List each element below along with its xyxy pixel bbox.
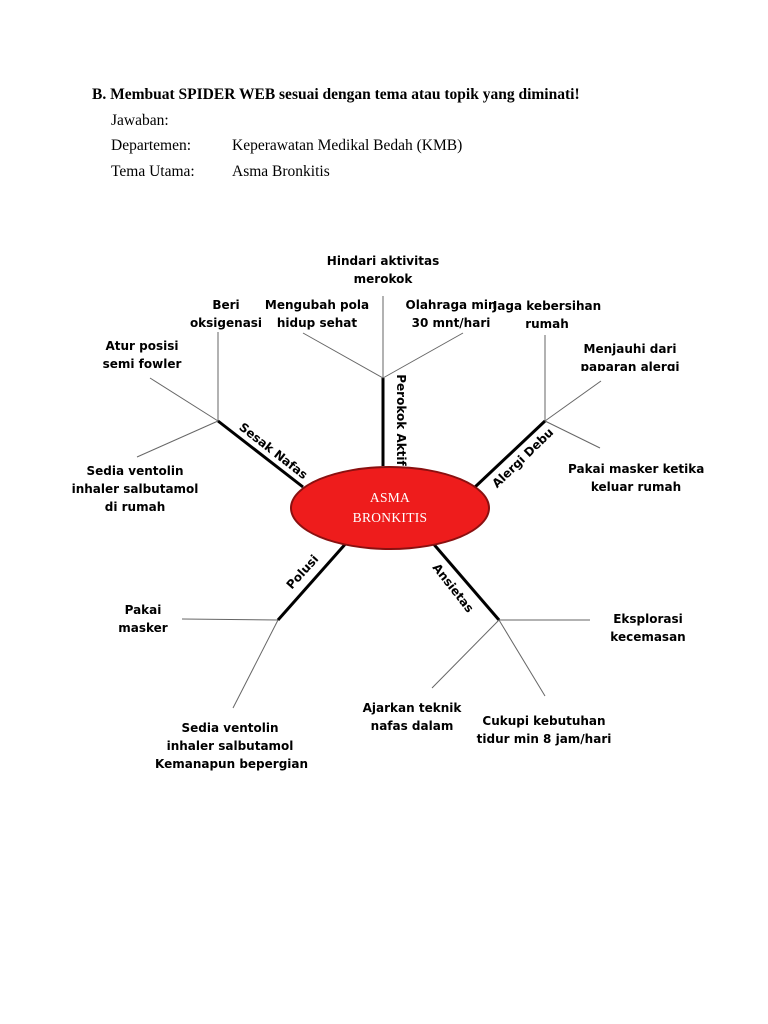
leaf-text: Olahraga min (405, 298, 497, 312)
branch-line-ansietas (429, 540, 501, 621)
sub-line-mengubah (302, 332, 384, 379)
leaf-beri: Beri oksigenasi (186, 296, 266, 332)
branch-line-alergi (473, 419, 547, 489)
leaf-text: Pakai masker ketika (568, 462, 705, 476)
leaf-text: merokok (353, 272, 413, 286)
center-node: ASMA BRONKITIS (290, 466, 490, 550)
leaf-text: Menjauhi dari (583, 342, 677, 356)
branch-label-perokok: Perokok Aktif (393, 374, 408, 466)
leaf-jaga: Jaga kebersihan rumah (492, 297, 602, 333)
leaf-text: Kemanapun bepergian (155, 757, 309, 771)
sub-line-atur (149, 377, 219, 422)
branch-line-sesak (217, 419, 304, 489)
sub-line-sedia-kemanapun (232, 619, 279, 709)
sub-line-olahraga (382, 332, 464, 379)
sub-line-pakai-ketika (544, 420, 601, 449)
leaf-pakai-ketika: Pakai masker ketika keluar rumah (568, 460, 704, 496)
leaf-text: Mengubah pola (264, 298, 370, 312)
leaf-text: Ajarkan teknik (362, 701, 462, 715)
leaf-text: Beri (212, 298, 240, 312)
leaf-text: tidur min 8 jam/hari (476, 732, 612, 746)
leaf-cukupi: Cukupi kebutuhan tidur min 8 jam/hari (474, 712, 614, 748)
leaf-text: Hindari aktivitas (326, 254, 440, 268)
answer-label: Jawaban: (111, 112, 169, 129)
center-line-2: BRONKITIS (352, 510, 428, 525)
sub-line-menjauhi (544, 380, 602, 422)
leaf-menjauhi: Menjauhi dari paparan alergi (574, 340, 686, 371)
leaf-text: Jaga kebersihan (492, 299, 602, 313)
leaf-text: Cukupi kebutuhan (482, 714, 606, 728)
leaf-text: oksigenasi (189, 316, 263, 330)
leaf-text: masker (118, 621, 168, 635)
department-value: Keperawatan Medikal Bedah (KMB) (232, 137, 463, 154)
leaf-hindari: Hindari aktivitas merokok (322, 252, 444, 288)
department-label: Departemen: (111, 137, 192, 154)
leaf-text: 30 mnt/hari (411, 316, 491, 330)
leaf-text: Atur posisi (105, 339, 179, 353)
leaf-text: semi fowler (102, 357, 182, 371)
leaf-text: Sedia ventolin (181, 721, 279, 735)
theme-value: Asma Bronkitis (232, 163, 330, 180)
leaf-ajarkan: Ajarkan teknik nafas dalam (358, 699, 466, 735)
leaf-text: Sedia ventolin (86, 464, 184, 478)
leaf-text: keluar rumah (590, 480, 682, 494)
branch-line-polusi (276, 540, 350, 621)
leaf-text: inhaler salbutamol (166, 739, 294, 753)
leaf-text: nafas dalam (370, 719, 454, 733)
leaf-text: kecemasan (610, 630, 686, 644)
leaf-sedia-rumah: Sedia ventolin inhaler salbutamol di rum… (70, 462, 200, 516)
sub-line-sedia-rumah (136, 420, 219, 458)
leaf-eksplorasi: Eksplorasi kecemasan (600, 610, 696, 646)
leaf-atur: Atur posisi semi fowler (96, 337, 188, 373)
leaf-text: Eksplorasi (613, 612, 683, 626)
leaf-mengubah: Mengubah pola hidup sehat (260, 296, 374, 332)
leaf-text: inhaler salbutamol (71, 482, 199, 496)
sub-line-pakai-masker (181, 618, 279, 621)
leaf-olahraga: Olahraga min 30 mnt/hari (397, 296, 505, 332)
theme-label: Tema Utama: (111, 163, 195, 180)
center-line-1: ASMA (369, 490, 411, 505)
leaf-text-clipped: paparan alergi (574, 358, 686, 371)
leaf-text: hidup sehat (276, 316, 358, 330)
leaf-sedia-kemanapun: Sedia ventolin inhaler salbutamol Kemana… (155, 719, 309, 773)
page-heading: B. Membuat SPIDER WEB sesuai dengan tema… (92, 86, 580, 103)
leaf-text: di rumah (104, 500, 166, 514)
leaf-text: rumah (525, 317, 569, 331)
leaf-pakai-masker: Pakai masker (108, 601, 178, 637)
leaf-text: Pakai (124, 603, 162, 617)
sub-line-ajarkan (431, 619, 500, 689)
sub-line-cukupi (498, 619, 546, 697)
leaf-text: paparan alergi (580, 360, 680, 371)
